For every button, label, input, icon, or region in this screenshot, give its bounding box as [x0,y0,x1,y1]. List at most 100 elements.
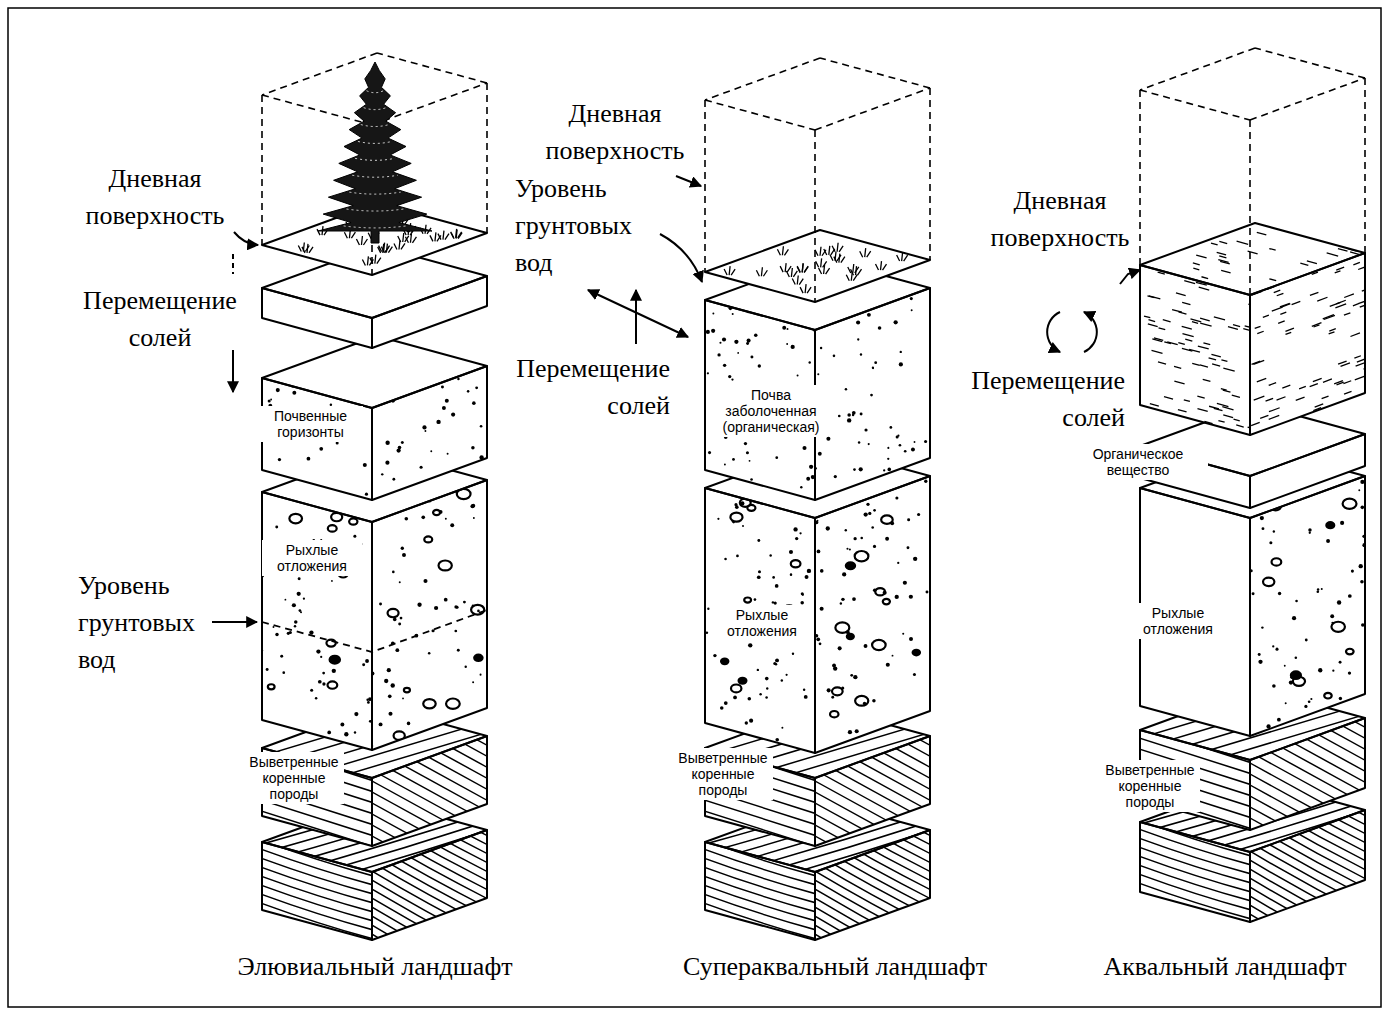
soil-dot [310,689,313,692]
soil-dot [417,603,421,607]
soil-dot [827,688,831,692]
soil-dot [902,633,904,635]
water-dash [1198,346,1209,349]
water-dash [1307,261,1317,264]
soil-dot [894,320,898,324]
soil-dot [787,328,789,330]
rock-hatch [367,866,492,935]
block-outline [1250,253,1365,435]
soil-dot [1295,600,1298,603]
soil-dot [909,595,913,599]
rock-hatch [1245,848,1370,917]
block-face [815,476,930,753]
water-dash [1182,326,1192,329]
soil-dot [423,579,427,583]
water-dash [1222,407,1233,410]
grass-tuft [451,230,462,239]
soil-dot [925,491,927,493]
soil-dot [707,372,709,374]
water-dash [1350,333,1360,337]
soil-dot [809,465,813,469]
water-dash [1354,241,1365,244]
soil-dot [866,503,869,506]
water-dash [1336,267,1344,270]
air-volume [705,58,930,302]
tree-texture [361,125,389,127]
water-dash [1148,320,1155,322]
soil-dot [297,592,301,596]
soil-dot [734,503,737,506]
soil-block [262,336,488,500]
ground-surface [705,230,930,302]
soil-dot [773,662,776,665]
block-outline [815,288,930,500]
soil-dot [1262,527,1265,530]
salt-cycle-arrow [1047,312,1060,352]
pebble [330,656,340,664]
water-dash [1312,293,1320,295]
grass-tuft [846,272,857,281]
water-dash [1257,331,1263,333]
rock-hatch [700,884,820,922]
water-dash [1199,424,1206,426]
soil-dot [402,553,406,557]
soil-dot [759,693,761,695]
soil-dot [384,679,388,683]
water-dash [1146,276,1153,278]
water-dash [1334,381,1343,384]
dashed-edge [261,95,263,245]
water-dash [1299,386,1306,388]
callout-label: Перемещение солей [935,362,1125,436]
water-dash [1326,268,1335,270]
soil-dot [1330,614,1334,618]
dashed-edge [1140,48,1255,90]
soil-dot [464,481,468,485]
pebble [471,605,484,615]
soil-dot [826,526,830,530]
pebble [1346,649,1354,655]
soil-dot [807,569,811,573]
grass-tuft [834,254,845,263]
water-dash [1338,361,1347,364]
tree-texture [358,141,392,143]
soil-dot [454,724,457,727]
soil-dot [322,682,325,685]
soil-dot [864,487,868,491]
soil-dot [838,646,842,650]
water-dash [1266,398,1274,401]
soil-dot [1292,616,1296,620]
pebble [433,510,440,515]
water-dash [1354,356,1361,358]
soil-dot [1260,516,1264,520]
water-dash [1233,325,1240,327]
soil-dot [732,458,735,461]
water-dash [1269,249,1275,251]
rock-hatch [257,865,492,936]
dashed-edge [262,95,372,125]
rock-hatch [257,854,377,892]
block-outline [1250,476,1365,736]
pointer-arrow [660,234,702,282]
water-dash [1164,434,1174,437]
soil-dot [471,446,475,450]
callout-label: Дневная поверхность [525,95,705,169]
soil-dot [475,729,477,731]
soil-dot [733,696,737,700]
water-dash [1331,419,1342,423]
water-dash [1337,382,1344,385]
soil-dot [470,504,474,508]
soil-dot [421,516,425,520]
soil-dot [786,674,788,676]
soil-dot [887,468,891,472]
water-dash [1234,419,1240,421]
soil-dot [870,394,873,397]
soil-dot [1321,588,1323,590]
soil-dot [1337,600,1341,604]
rock-hatch [700,875,820,913]
soil-dot [845,529,847,531]
soil-dot [722,337,726,341]
soil-dot [855,729,859,733]
rock-hatch [700,866,820,904]
layer-label: Рыхлые отложения [712,605,812,641]
soil-dot [365,659,369,663]
